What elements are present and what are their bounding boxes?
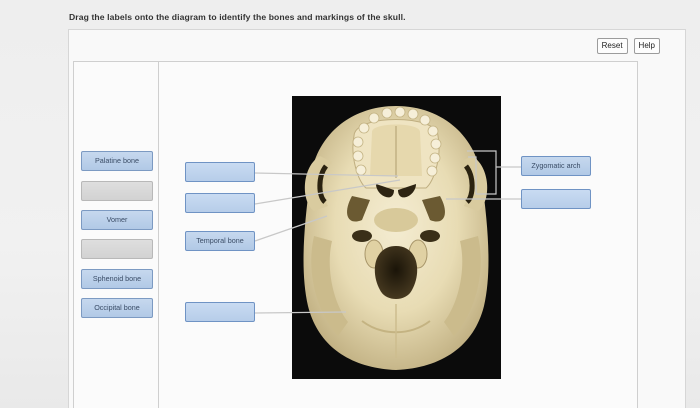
draggable-label-occipital-bone[interactable]: Occipital bone — [81, 298, 153, 318]
placed-label-temporal-bone[interactable]: Temporal bone — [185, 231, 255, 251]
drop-target-left-bottom[interactable] — [185, 302, 255, 322]
draggable-label-vomer[interactable]: Vomer — [81, 210, 153, 230]
instruction-text: Drag the labels onto the diagram to iden… — [69, 12, 406, 22]
placed-label-zygomatic-arch[interactable]: Zygomatic arch — [521, 156, 591, 176]
label-bank — [74, 62, 159, 408]
drop-target-left-middle[interactable] — [185, 193, 255, 213]
help-button[interactable]: Help — [633, 38, 660, 54]
empty-bank-slot — [81, 239, 153, 259]
reset-button[interactable]: Reset — [596, 38, 628, 54]
drop-target-right-bottom[interactable] — [521, 189, 591, 209]
drop-target-left-top[interactable] — [185, 162, 255, 182]
skull-illustration — [303, 106, 489, 370]
empty-bank-slot — [81, 181, 153, 201]
draggable-label-palatine-bone[interactable]: Palatine bone — [81, 151, 153, 171]
activity-toolbar: Reset Help — [596, 38, 660, 54]
draggable-label-sphenoid-bone[interactable]: Sphenoid bone — [81, 269, 153, 289]
skull-inferior-view-image — [292, 96, 501, 379]
